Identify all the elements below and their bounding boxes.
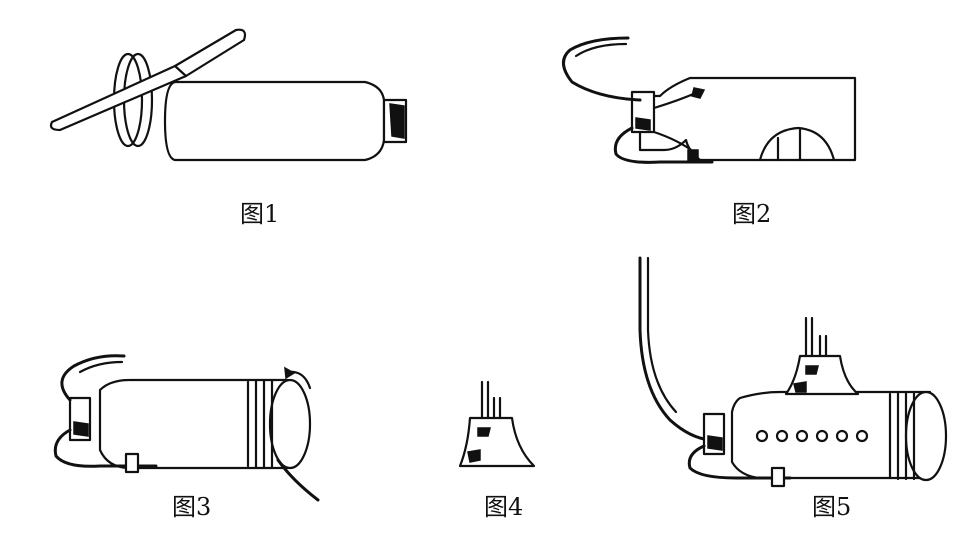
fig2-window-arc (758, 126, 836, 162)
fig3-clip-shading (73, 421, 89, 437)
figure-5-drawing (638, 256, 948, 488)
fig5-stopper-mark-2 (793, 381, 807, 393)
fig1-bottle-body (163, 80, 386, 162)
fig1-knife (49, 28, 247, 132)
fig5-hole-3 (795, 429, 809, 443)
fig2-clip-shading (635, 117, 651, 131)
figure-3-caption: 图3 (172, 493, 212, 521)
fig5-bottle-body (730, 390, 932, 480)
fig5-clip-shading (707, 435, 723, 451)
fig5-hole-2 (775, 429, 789, 443)
fig3-fitting (124, 452, 140, 474)
fig4-mark-2 (467, 449, 481, 463)
fig5-long-tube (638, 256, 712, 442)
fig3-string (276, 458, 320, 502)
fig5-hole-5 (835, 429, 849, 443)
fig3-tube-top-inner (78, 360, 124, 374)
fig5-bottle-end (904, 390, 948, 482)
fig3-tube-bottom (53, 428, 158, 468)
figure-3-drawing (53, 354, 320, 502)
fig2-tube-top (562, 36, 642, 102)
fig5-stopper-mark-1 (805, 365, 819, 375)
fig3-arrow-head (284, 366, 296, 380)
fig3-bottle-end (268, 378, 312, 470)
fig2-tube-top-inner (574, 42, 628, 58)
fig1-knife-handle-line (173, 64, 188, 78)
figure-2-drawing (562, 36, 857, 164)
fig5-hole-6 (855, 429, 869, 443)
fig2-inner-tip-1 (691, 87, 706, 99)
fig2-inner-tip-2 (687, 149, 699, 161)
fig4-mark-1 (477, 427, 491, 437)
fig5-hole-4 (815, 429, 829, 443)
figure-1-drawing (49, 28, 408, 162)
figure-4-caption: 图4 (484, 493, 524, 521)
fig5-fitting (770, 466, 786, 488)
figure-1-caption: 图1 (240, 200, 280, 228)
fig5-long-tube-inner (646, 256, 678, 414)
fig3-tube-top (60, 354, 126, 402)
fig5-hole-1 (755, 429, 769, 443)
fig2-tube-bottom (613, 126, 714, 164)
figure-4-drawing (458, 380, 536, 468)
fig5-tube-bottom (687, 444, 792, 480)
fig1-cap-shading (389, 103, 405, 139)
figure-5-caption: 图5 (812, 493, 852, 521)
figure-2-caption: 图2 (732, 200, 772, 228)
